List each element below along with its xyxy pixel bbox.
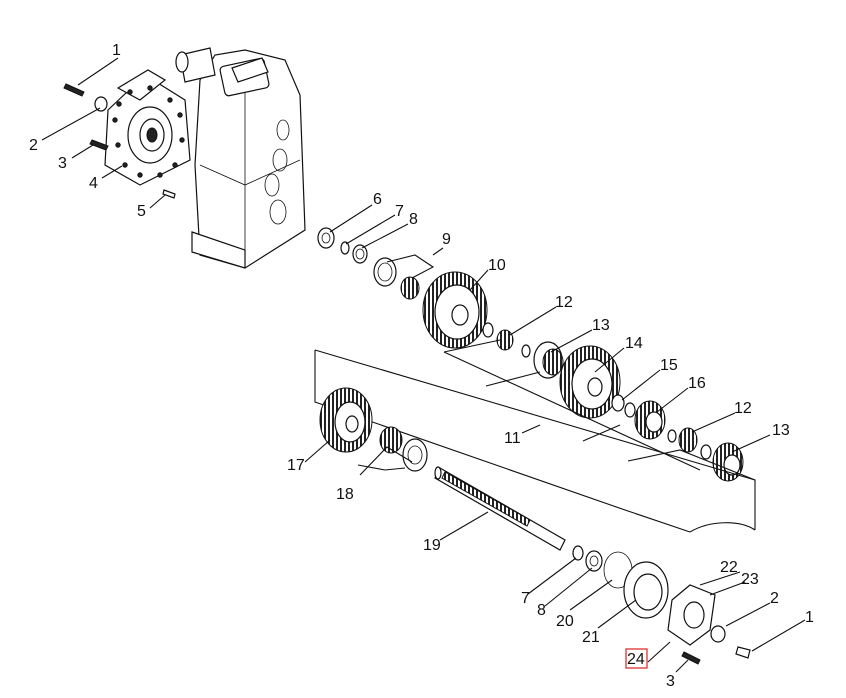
label-part-1: 1 [112,42,121,59]
label-part-7: 7 [395,203,404,220]
label-part-18: 18 [336,486,354,503]
label-part-8: 8 [409,211,418,228]
label-part-2-second: 2 [770,590,779,607]
label-part-14: 14 [625,335,643,352]
label-part-20: 20 [556,613,574,630]
label-part-15: 15 [660,357,678,374]
label-part-12-second: 12 [734,400,752,417]
label-part-5: 5 [137,203,146,220]
label-part-10: 10 [488,257,506,274]
label-part-17: 17 [287,457,305,474]
group-bracket-11 [314,339,756,533]
upper-gear-stack [317,227,744,482]
leader-lines [41,57,806,673]
label-part-8-second: 8 [537,602,546,619]
label-part-13: 13 [592,317,610,334]
label-part-21: 21 [582,629,600,646]
label-part-13-second: 13 [772,422,790,439]
label-part-19: 19 [423,537,441,554]
left-cover-assembly [63,69,191,199]
label-part-23: 23 [741,571,759,588]
label-part-16: 16 [688,375,706,392]
label-part-9: 9 [442,231,451,248]
label-part-1-second: 1 [805,609,814,626]
lower-shaft-assembly [319,387,566,551]
label-part-22: 22 [720,559,738,576]
label-part-6: 6 [373,191,382,208]
label-part-4: 4 [89,175,98,192]
label-part-24: 24 [627,651,645,668]
gearbox-housing [175,47,306,269]
label-part-12: 12 [555,294,573,311]
label-part-3-second: 3 [666,673,675,690]
label-part-11: 11 [504,430,521,447]
highlight-box-24 [625,648,648,669]
label-part-7-second: 7 [521,590,530,607]
label-part-2: 2 [29,137,38,154]
rear-cover-assembly [572,545,751,665]
part-labels: 1 2 3 4 5 6 7 8 9 10 11 12 13 14 15 16 1… [29,42,814,690]
label-part-3: 3 [58,155,67,172]
